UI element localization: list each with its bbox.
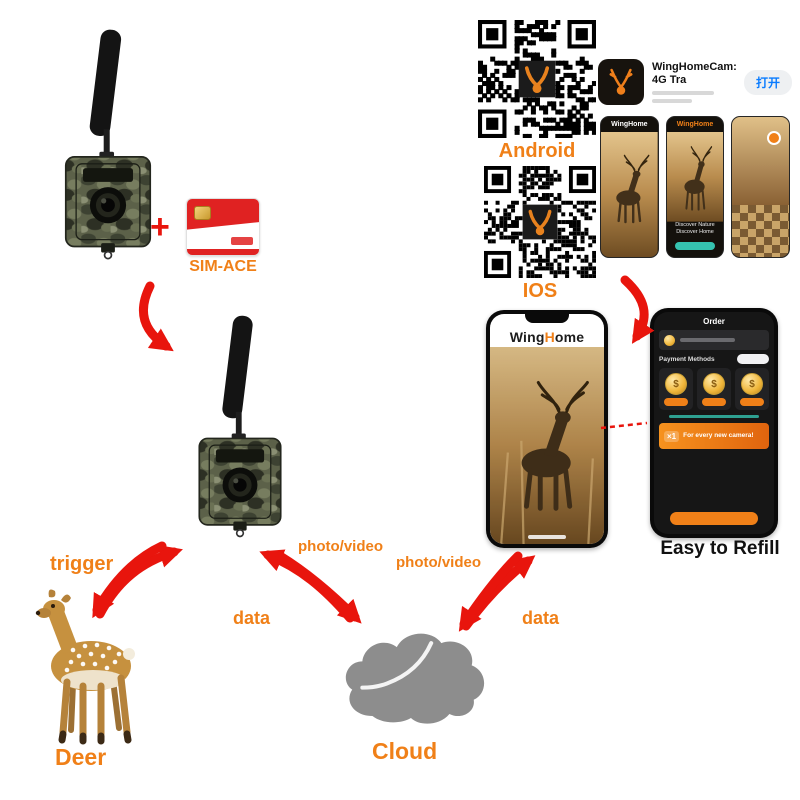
promo-badge: ×1 [664,430,680,442]
app-name: WingHomeCam: 4G Tra [652,61,737,86]
screenshot-thumb-3 [731,116,791,258]
screenshot-thumb-2: WingHome Discover Nature Discover Home [665,116,725,258]
coin-package-2: $ [697,368,731,410]
thumb1-deer-photo [601,132,658,257]
thumb2-subtitle-2: Discover Home [676,229,714,236]
location-pin-icon [767,131,782,145]
qr-code-android [478,20,596,138]
thumb2-title: WingHome [676,121,714,128]
sim-card [186,198,260,256]
coin-icon: $ [703,373,725,395]
label-photo-video-right: photo/video [396,554,481,571]
coin-package-1: $ [659,368,693,410]
app-icon-winghome [598,59,644,105]
brand-post: ome [554,329,585,345]
thumb3-photo-with-pin [732,117,790,205]
label-data-right: data [522,608,560,628]
arrow-camera-to-camera [138,281,174,352]
screenshot-thumb-1: WingHome [600,116,659,258]
label-ios: IOS [522,280,558,302]
voucher-link-bar [668,415,760,418]
promo-banner: ×1 For every new camera! [659,423,769,449]
deer-logo-icon [604,65,638,99]
coin-avatar-icon [664,334,675,346]
label-deer: Deer [55,744,107,770]
home-indicator [528,535,566,539]
label-cloud: Cloud [372,738,438,764]
app-store-listing: WingHomeCam: 4G Tra 打开 [598,52,792,112]
trail-camera-2 [186,306,294,546]
label-easy-refill: Easy to Refill [660,538,780,559]
deer-photo [490,347,604,544]
thumb1-title: WingHome [611,121,648,128]
apple-pay-pill [737,354,769,364]
app-screenshots: WingHome WingHome Discover Nature Discov… [600,116,791,258]
app-subtitle-bar [652,90,714,95]
phone-notch [525,314,569,323]
label-android: Android [498,140,576,162]
cloud-icon [345,633,485,724]
label-sim: SIM-ACE [189,258,257,275]
arrow-ios-to-phone [620,275,655,344]
coin-packages: $ $ $ [659,368,769,410]
phone-mockup-refill: Order Payment Methods $ $ $ [650,308,778,538]
qr-code-ios [484,166,596,278]
coin-icon: $ [665,373,687,395]
open-button: 打开 [743,69,792,95]
price-tag [664,398,688,406]
coin-icon: $ [741,373,763,395]
app-rating-bar [652,98,692,103]
sim-chip [194,206,211,220]
sim-logo [231,237,253,245]
promo-text: For every new camera! [683,432,754,440]
thumb2-subtitle-1: Discover Nature [675,221,715,228]
trail-camera-1 [52,22,164,266]
account-card [659,330,769,350]
thumb2-cta-button [675,242,715,250]
label-data-left: data [233,608,271,628]
deer-illustration [35,589,135,745]
coin-package-3: $ [735,368,769,410]
arrow-cloud-to-camera [259,549,355,623]
arrow-camera-to-cloud [275,551,362,624]
refill-title: Order [703,317,725,326]
payment-methods-label: Payment Methods [659,355,715,363]
brand-accent: H [544,329,555,345]
brand-pre: Wing [509,329,545,345]
sim-stripe [187,249,259,255]
thumb3-photo-grid [732,205,790,257]
plus-sign: + [150,208,170,246]
thumb2-deer-photo [666,132,724,222]
buy-button [670,512,758,525]
price-tag [740,398,764,406]
price-tag [702,398,726,406]
account-text-bar [680,338,735,342]
label-photo-video-left: photo/video [298,538,383,555]
label-trigger: trigger [50,553,114,575]
